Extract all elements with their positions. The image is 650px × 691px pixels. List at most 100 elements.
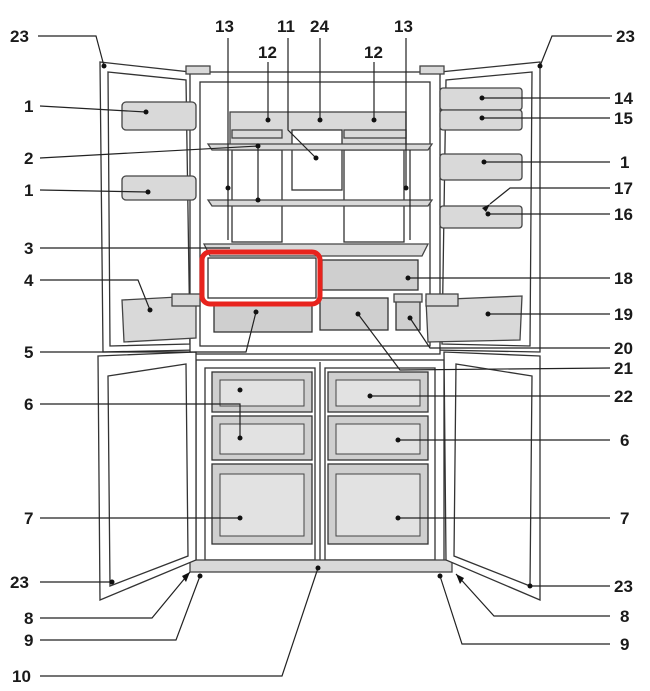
right-lower-door-inner — [453, 363, 533, 587]
label-1-right: 1 — [620, 153, 629, 172]
dot-11 — [313, 155, 319, 161]
label-1-left-top: 1 — [24, 97, 33, 116]
left-bottle-shelf-tab — [171, 293, 201, 307]
dot-1a — [143, 109, 149, 115]
arrow-8a — [182, 572, 190, 582]
dot-21 — [355, 311, 361, 317]
dot-7a — [237, 515, 243, 521]
chiller-drawer — [321, 259, 419, 291]
leader-11 — [287, 38, 317, 159]
top-drawer — [207, 257, 317, 299]
dot-16 — [485, 211, 491, 217]
left-door-balcony-2 — [121, 175, 197, 201]
right-light-top — [343, 129, 407, 139]
leader-10 — [40, 567, 319, 677]
leader-5 — [40, 311, 257, 353]
right-light-strip — [343, 149, 405, 243]
dot-23d — [527, 583, 533, 589]
label-3: 3 — [24, 239, 33, 258]
right-bottle-shelf-tab — [425, 293, 459, 307]
label-8-left: 8 — [24, 609, 33, 628]
dot-12a — [265, 117, 271, 123]
dot-6b — [395, 437, 401, 443]
label-24: 24 — [310, 17, 329, 36]
crisper-drawer — [213, 303, 313, 333]
kick-plate — [189, 559, 453, 573]
dot-15 — [479, 115, 485, 121]
dot-6a-1 — [237, 387, 243, 393]
label-12-left: 12 — [258, 43, 277, 62]
leader-9b — [439, 575, 610, 645]
dot-14 — [479, 95, 485, 101]
label-18: 18 — [614, 269, 633, 288]
dot-13b — [403, 185, 409, 191]
label-2: 2 — [24, 149, 33, 168]
label-15: 15 — [614, 109, 633, 128]
label-5: 5 — [24, 343, 33, 362]
left-door-balcony-1 — [121, 101, 197, 131]
label-7-right: 7 — [620, 509, 629, 528]
glass-shelf-1 — [206, 143, 434, 151]
label-10: 10 — [12, 667, 31, 686]
left-bottle-shelf — [121, 295, 197, 343]
part-numbers: 23 13 11 24 13 23 12 12 1 14 15 2 1 1 17… — [10, 17, 635, 686]
right-door-balcony-16 — [439, 205, 523, 229]
label-13-left: 13 — [215, 17, 234, 36]
dot-22 — [367, 393, 373, 399]
arrow-8b — [456, 574, 464, 584]
dot-4 — [147, 307, 153, 313]
right-bottle-shelf — [425, 295, 523, 343]
left-lower-door-inner — [107, 363, 189, 587]
label-11: 11 — [277, 17, 295, 36]
freezer-drawer-left-2-inner — [219, 423, 305, 455]
label-23-bottom-left: 23 — [10, 573, 29, 592]
label-13-right: 13 — [394, 17, 413, 36]
dot-19 — [485, 311, 491, 317]
leader-dots — [101, 63, 543, 589]
dot-13a — [225, 185, 231, 191]
right-top-hinge — [419, 65, 445, 75]
leader-17 — [489, 187, 610, 205]
egg-box-lid — [393, 293, 423, 303]
leader-21 — [357, 313, 611, 371]
freezer-drawer-right-3-inner — [335, 473, 421, 537]
freezer-drawer-right-1-inner — [335, 379, 421, 407]
dot-6a-2 — [237, 435, 243, 441]
label-23-top-right: 23 — [616, 27, 635, 46]
leader-8a — [40, 571, 191, 619]
label-16: 16 — [614, 205, 633, 224]
dot-23c — [109, 579, 115, 585]
dot-23b — [537, 63, 543, 69]
small-drawer-21 — [319, 297, 389, 331]
label-9-left: 9 — [24, 631, 33, 650]
left-light-top — [231, 129, 283, 139]
arrow-17 — [482, 204, 490, 212]
egg-box — [395, 299, 421, 331]
label-6-left: 6 — [24, 395, 33, 414]
leader-1a — [39, 105, 147, 113]
label-22: 22 — [614, 387, 633, 406]
dot-9a — [197, 573, 203, 579]
dot-1c — [481, 159, 487, 165]
label-20: 20 — [614, 339, 633, 358]
left-top-hinge — [185, 65, 211, 75]
highlight-box — [199, 249, 323, 307]
label-21: 21 — [614, 359, 633, 378]
leader-9a — [40, 575, 201, 641]
dot-7b — [395, 515, 401, 521]
leader-6a — [40, 403, 241, 438]
freezer-drawer-right-2-inner — [335, 423, 421, 455]
label-17: 17 — [614, 179, 633, 198]
label-9-right: 9 — [620, 635, 629, 654]
dot-5 — [253, 309, 259, 315]
label-4: 4 — [24, 271, 34, 290]
dot-23a — [101, 63, 107, 69]
right-door-balcony-1 — [439, 153, 523, 181]
leader-8b — [455, 573, 610, 617]
dot-12b — [371, 117, 377, 123]
label-8-right: 8 — [620, 607, 629, 626]
dot-1b — [145, 189, 151, 195]
label-6-right: 6 — [620, 431, 629, 450]
label-7-left: 7 — [24, 509, 33, 528]
